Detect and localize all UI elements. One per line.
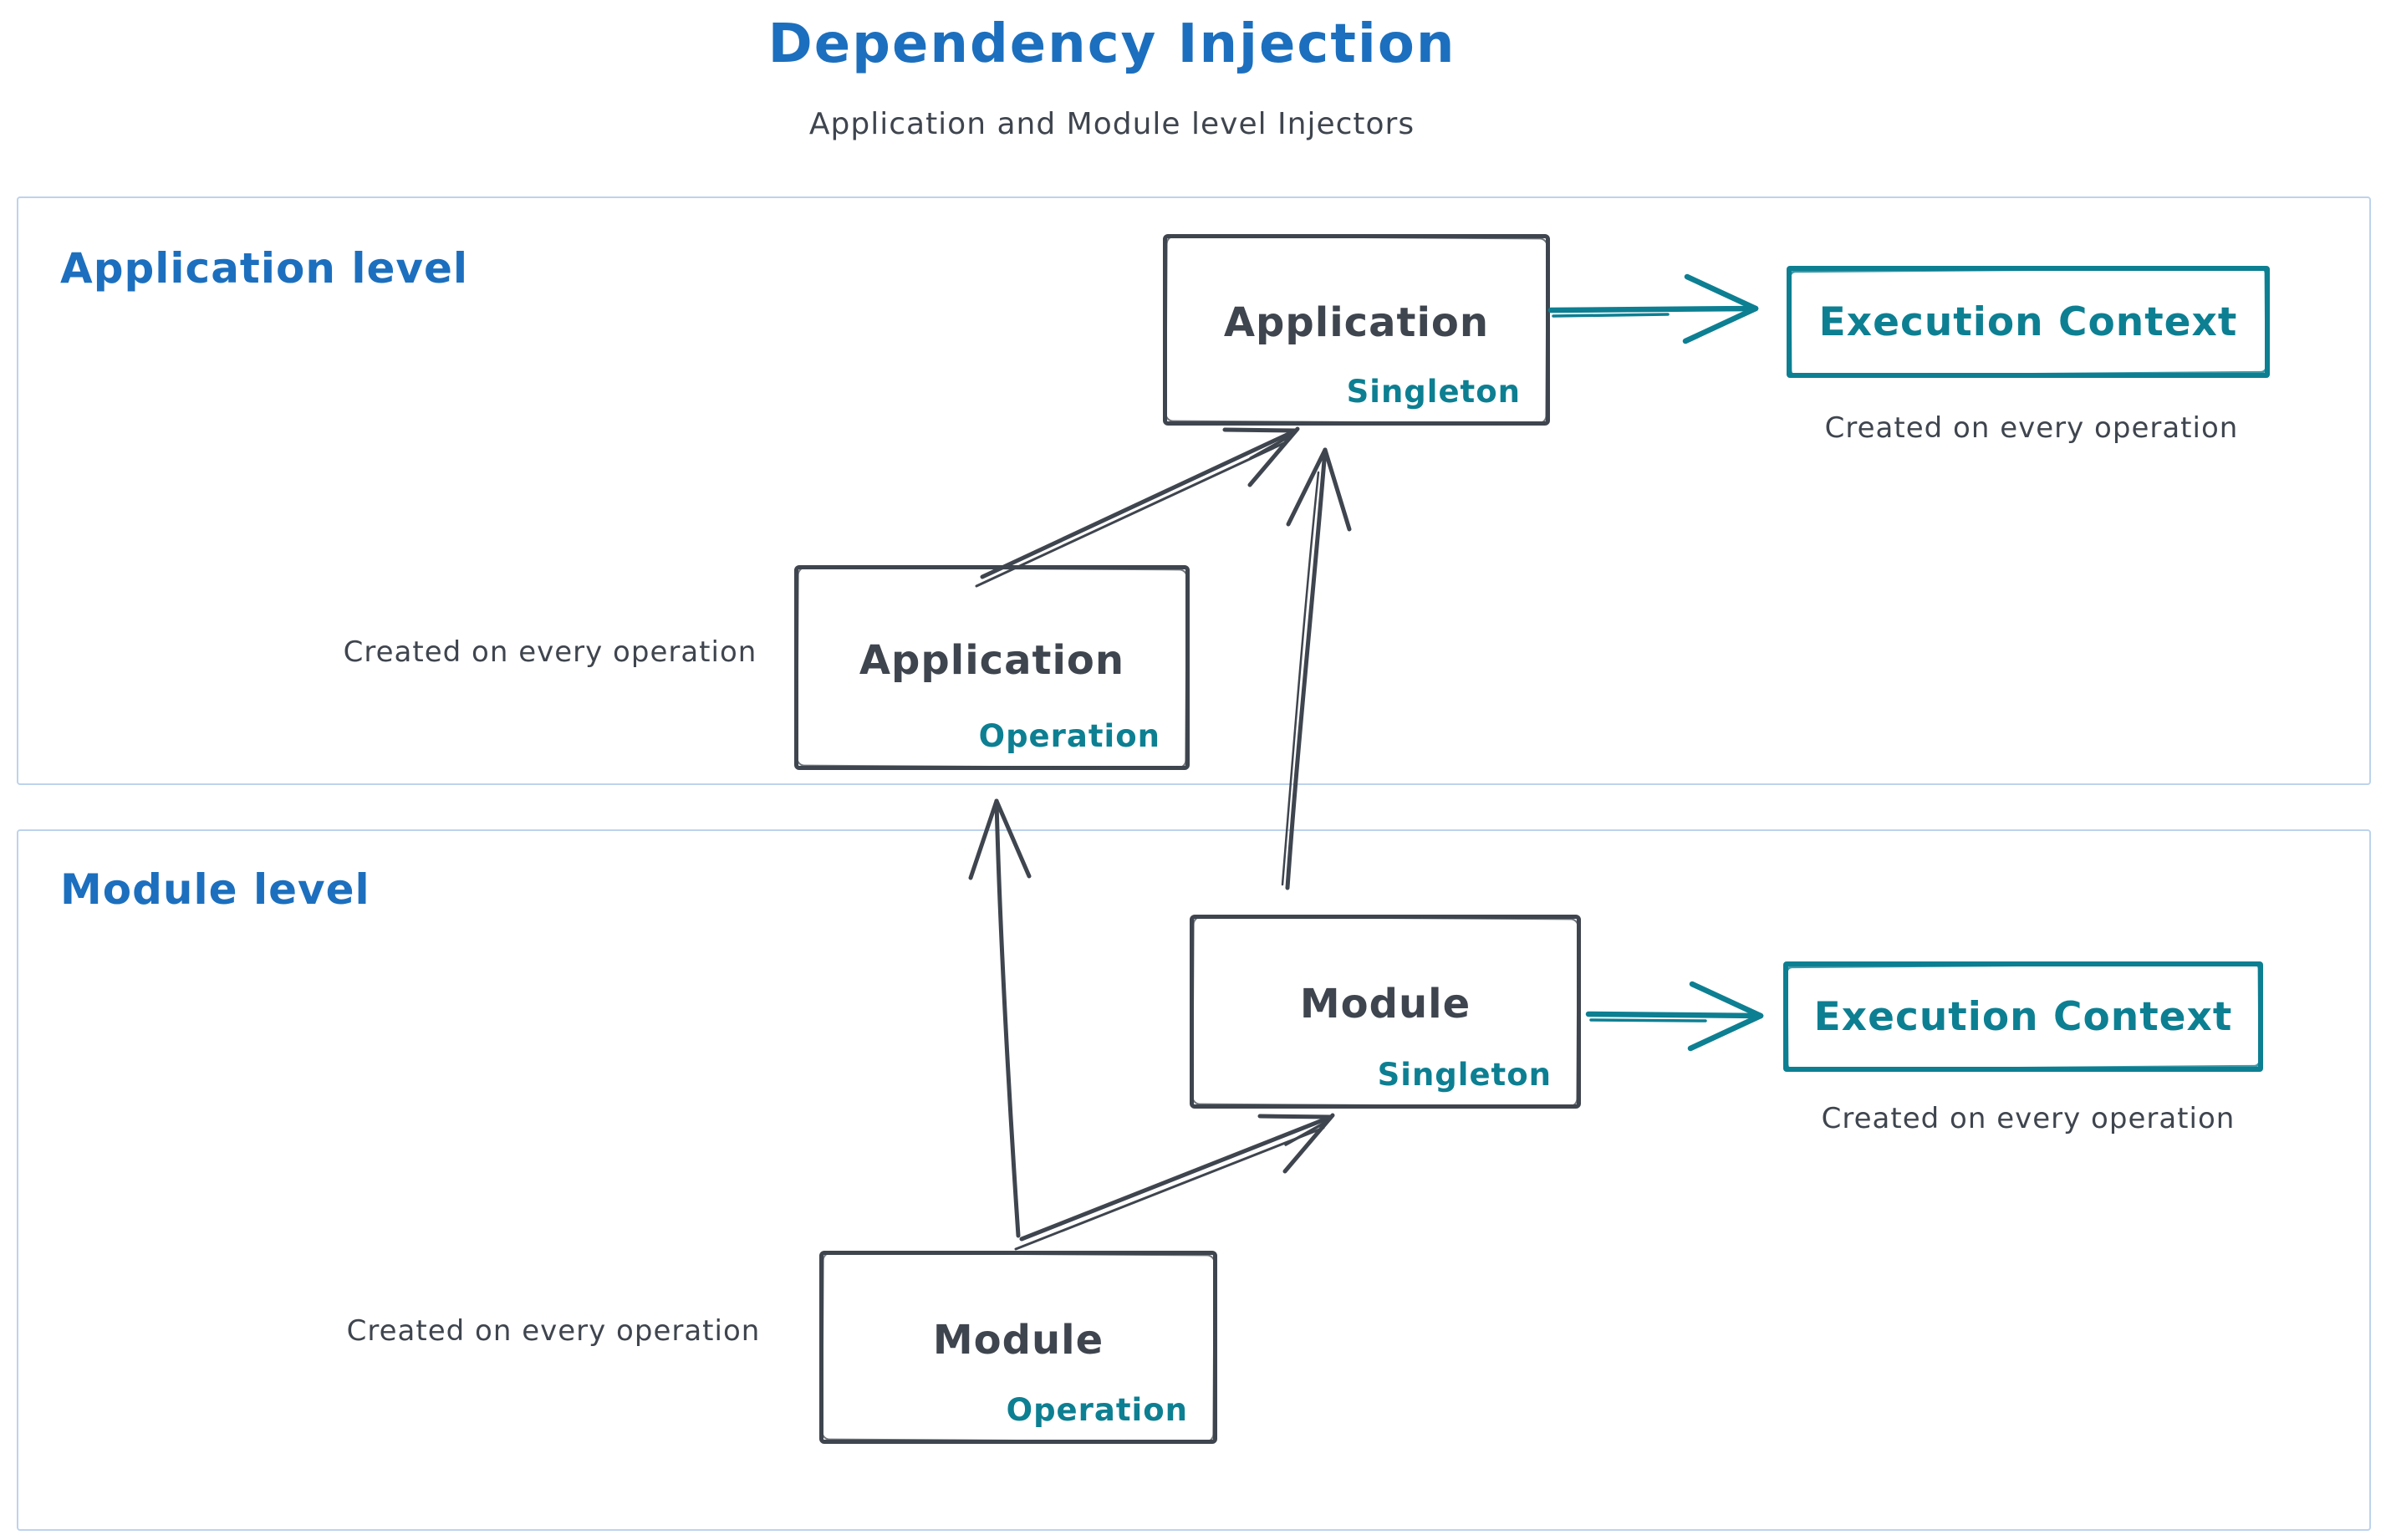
node-title: Application	[1223, 298, 1490, 346]
page-subtitle: Application and Module level Injectors	[808, 107, 1415, 141]
node-badge: Operation	[978, 718, 1160, 754]
caption-execution-context-module: Created on every operation	[1821, 1102, 2236, 1135]
arrow-module-singleton-to-execution-context	[1585, 981, 1764, 1052]
node-badge: Operation	[1006, 1392, 1188, 1428]
node-title: Module	[1299, 981, 1471, 1028]
node-title: Execution Context	[1818, 298, 2238, 345]
node-module-singleton: Module Singleton	[1190, 915, 1581, 1109]
caption-module-operation: Created on every operation	[346, 1314, 761, 1348]
node-application-singleton: Application Singleton	[1163, 234, 1550, 426]
arrow-module-operation-to-module-singleton	[1014, 1113, 1335, 1251]
module-level-frame	[17, 829, 2371, 1531]
node-execution-context-module: Execution Context	[1783, 961, 2263, 1072]
node-badge: Singleton	[1346, 374, 1521, 410]
node-badge: Singleton	[1377, 1057, 1552, 1093]
node-execution-context-app: Execution Context	[1787, 266, 2270, 378]
caption-execution-context-app: Created on every operation	[1824, 411, 2239, 445]
arrow-app-singleton-to-execution-context	[1547, 273, 1759, 344]
arrow-module-operation-to-app-operation	[968, 798, 1032, 1238]
node-application-operation: Application Operation	[794, 565, 1190, 770]
page-title: Dependency Injection	[767, 13, 1456, 75]
node-title: Application	[859, 636, 1125, 684]
caption-app-operation: Created on every operation	[343, 635, 757, 669]
application-level-frame	[17, 196, 2371, 785]
node-title: Execution Context	[1813, 993, 2233, 1040]
node-module-operation: Module Operation	[819, 1251, 1217, 1444]
application-level-label: Application level	[60, 244, 469, 293]
module-level-label: Module level	[60, 865, 370, 914]
arrow-app-operation-to-app-singleton	[975, 426, 1300, 588]
node-title: Module	[932, 1316, 1104, 1364]
arrow-module-singleton-to-app-singleton	[1281, 447, 1352, 890]
